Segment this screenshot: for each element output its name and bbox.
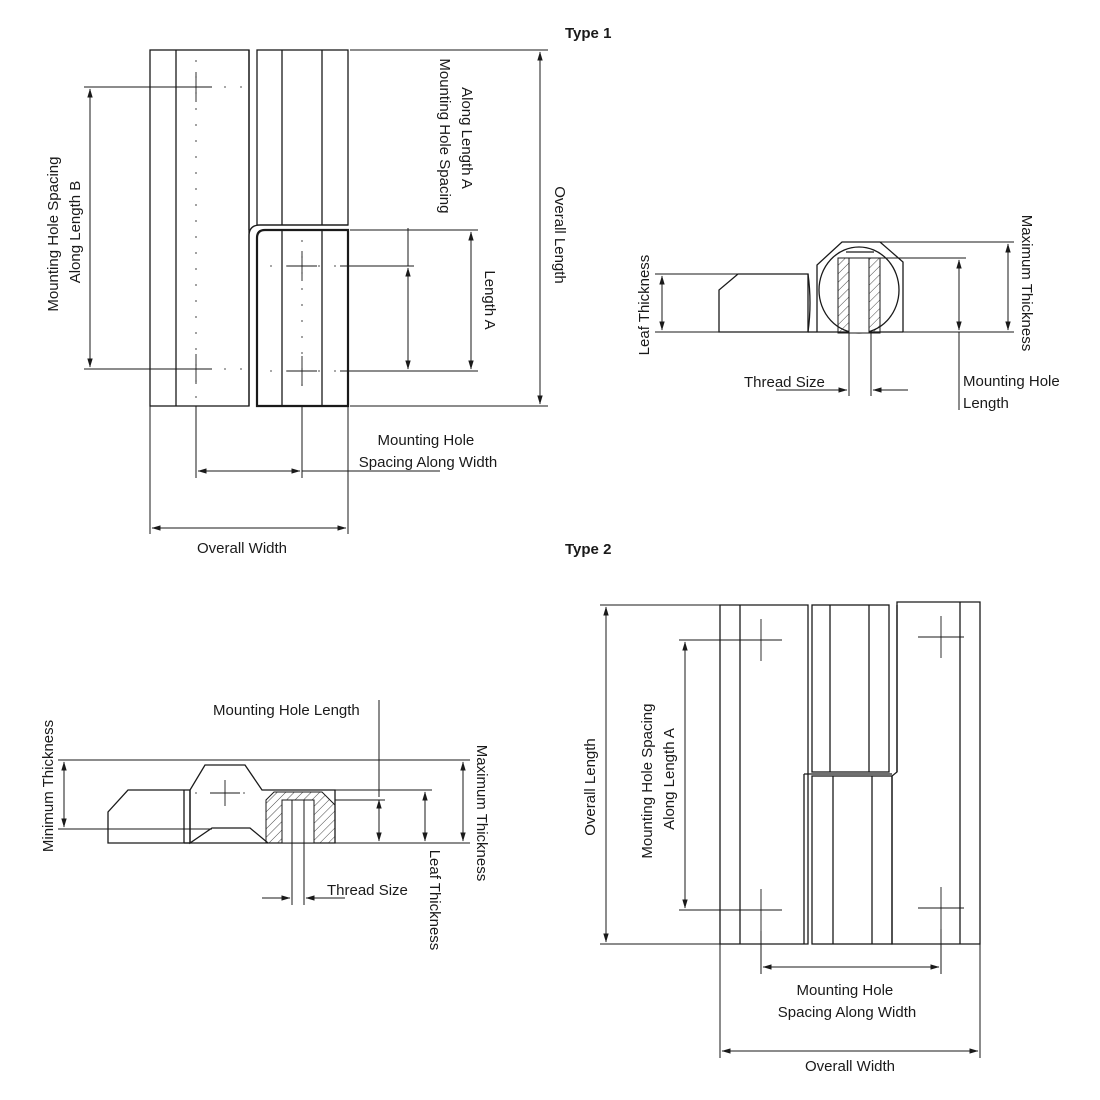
type1-spacing-width-label: Mounting Hole Spacing Along Width	[359, 432, 497, 471]
type2-leaf-thickness-label: Leaf Thickness	[426, 850, 443, 951]
type2-front-hole-2	[740, 889, 782, 931]
type1-front-view: Mounting Hole Spacing Along Length B Mou…	[45, 49, 568, 557]
type2-left-leaf	[719, 604, 809, 945]
type2-spacing-length-a-label: Mounting Hole Spacing Along Length A	[639, 699, 678, 858]
type1-left-leaf	[149, 49, 250, 407]
type2-min-thickness-label: Minimum Thickness	[40, 720, 57, 852]
type2-side-leaf	[107, 789, 191, 844]
type2-front-hole-1	[740, 619, 782, 661]
type1-length-a-label: Length A	[481, 270, 498, 329]
type1-max-thickness-label: Maximum Thickness	[1018, 215, 1035, 351]
type1-leaf-thickness-label: Leaf Thickness	[636, 255, 653, 356]
type2-right-leaf	[891, 601, 981, 945]
type2-hole-length-label: Mounting Hole Length	[213, 702, 360, 719]
type1-side-knuckle	[816, 241, 904, 332]
type1-upper-knuckle	[256, 49, 349, 226]
type1-side-view: Leaf Thickness Maximum Thickness Thread …	[636, 215, 1064, 412]
type2-overall-length-label: Overall Length	[582, 738, 599, 836]
type1-spacing-length-b-label: Mounting Hole Spacing Along Length B	[45, 152, 84, 311]
type2-side-view: Mounting Hole Length Minimum Thickness M…	[40, 700, 490, 950]
type1-overall-width-label: Overall Width	[197, 540, 287, 557]
type1-side-leaf	[718, 273, 809, 333]
type2-max-thickness-label: Maximum Thickness	[473, 745, 490, 881]
type2-front-view: Overall Length Mounting Hole Spacing Alo…	[582, 601, 981, 1075]
type2-spacing-width-label: Mounting Hole Spacing Along Width	[778, 982, 916, 1021]
type2-upper-knuckle	[811, 604, 890, 773]
type1-spacing-length-a-label: Mounting Hole Spacing Along Length A	[436, 58, 475, 217]
type1-front-hole-1	[182, 72, 212, 102]
type1-lower-leaf	[255, 228, 350, 408]
type2-front-hole-3	[918, 616, 964, 658]
type1-thread-size-label: Thread Size	[744, 374, 825, 391]
type2-front-hole-4	[918, 887, 964, 929]
type1-title: Type 1	[565, 25, 611, 42]
type1-overall-length-label: Overall Length	[551, 186, 568, 284]
type2-title: Type 2	[565, 541, 611, 558]
type2-lower-knuckle	[811, 775, 893, 945]
type1-front-hole-2	[182, 354, 212, 384]
type2-thread-size-label: Thread Size	[327, 882, 408, 899]
type1-hole-length-label: Mounting Hole Length	[963, 373, 1064, 412]
type2-overall-width-label: Overall Width	[805, 1058, 895, 1075]
